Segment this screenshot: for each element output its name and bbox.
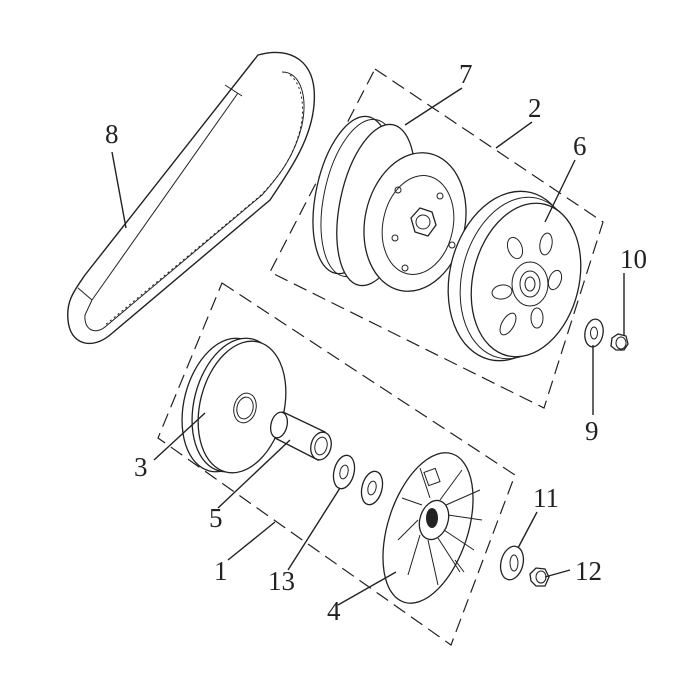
callout-1: 1 [214, 556, 228, 586]
callout-10: 10 [620, 244, 647, 274]
washer-11-icon [499, 545, 525, 581]
washer-13-icon [332, 454, 356, 490]
callout-8: 8 [105, 119, 119, 149]
callout-2: 2 [528, 93, 542, 123]
callout-9: 9 [585, 416, 599, 446]
group-box-1 [157, 282, 516, 646]
nut-12-icon [529, 567, 550, 587]
callout-6: 6 [573, 131, 587, 161]
callout-11: 11 [533, 483, 559, 513]
clutch-assembly-icon [312, 115, 467, 292]
callout-12: 12 [575, 556, 602, 586]
washer-9-icon [584, 318, 604, 348]
callout-13: 13 [268, 566, 295, 596]
leader-lines [111, 87, 625, 606]
washer-icon [360, 470, 384, 506]
drive-belt-icon [67, 51, 316, 345]
collar-bushing-icon [269, 411, 332, 461]
callout-3: 3 [134, 452, 148, 482]
clutch-bell-icon [447, 190, 582, 362]
callout-4: 4 [327, 596, 341, 626]
nut-10-icon [610, 333, 629, 351]
movable-drive-face-icon [181, 337, 287, 474]
callout-5: 5 [209, 503, 223, 533]
group-box-2 [269, 68, 604, 409]
fan-drive-face-icon [382, 452, 483, 604]
callout-7: 7 [459, 59, 473, 89]
